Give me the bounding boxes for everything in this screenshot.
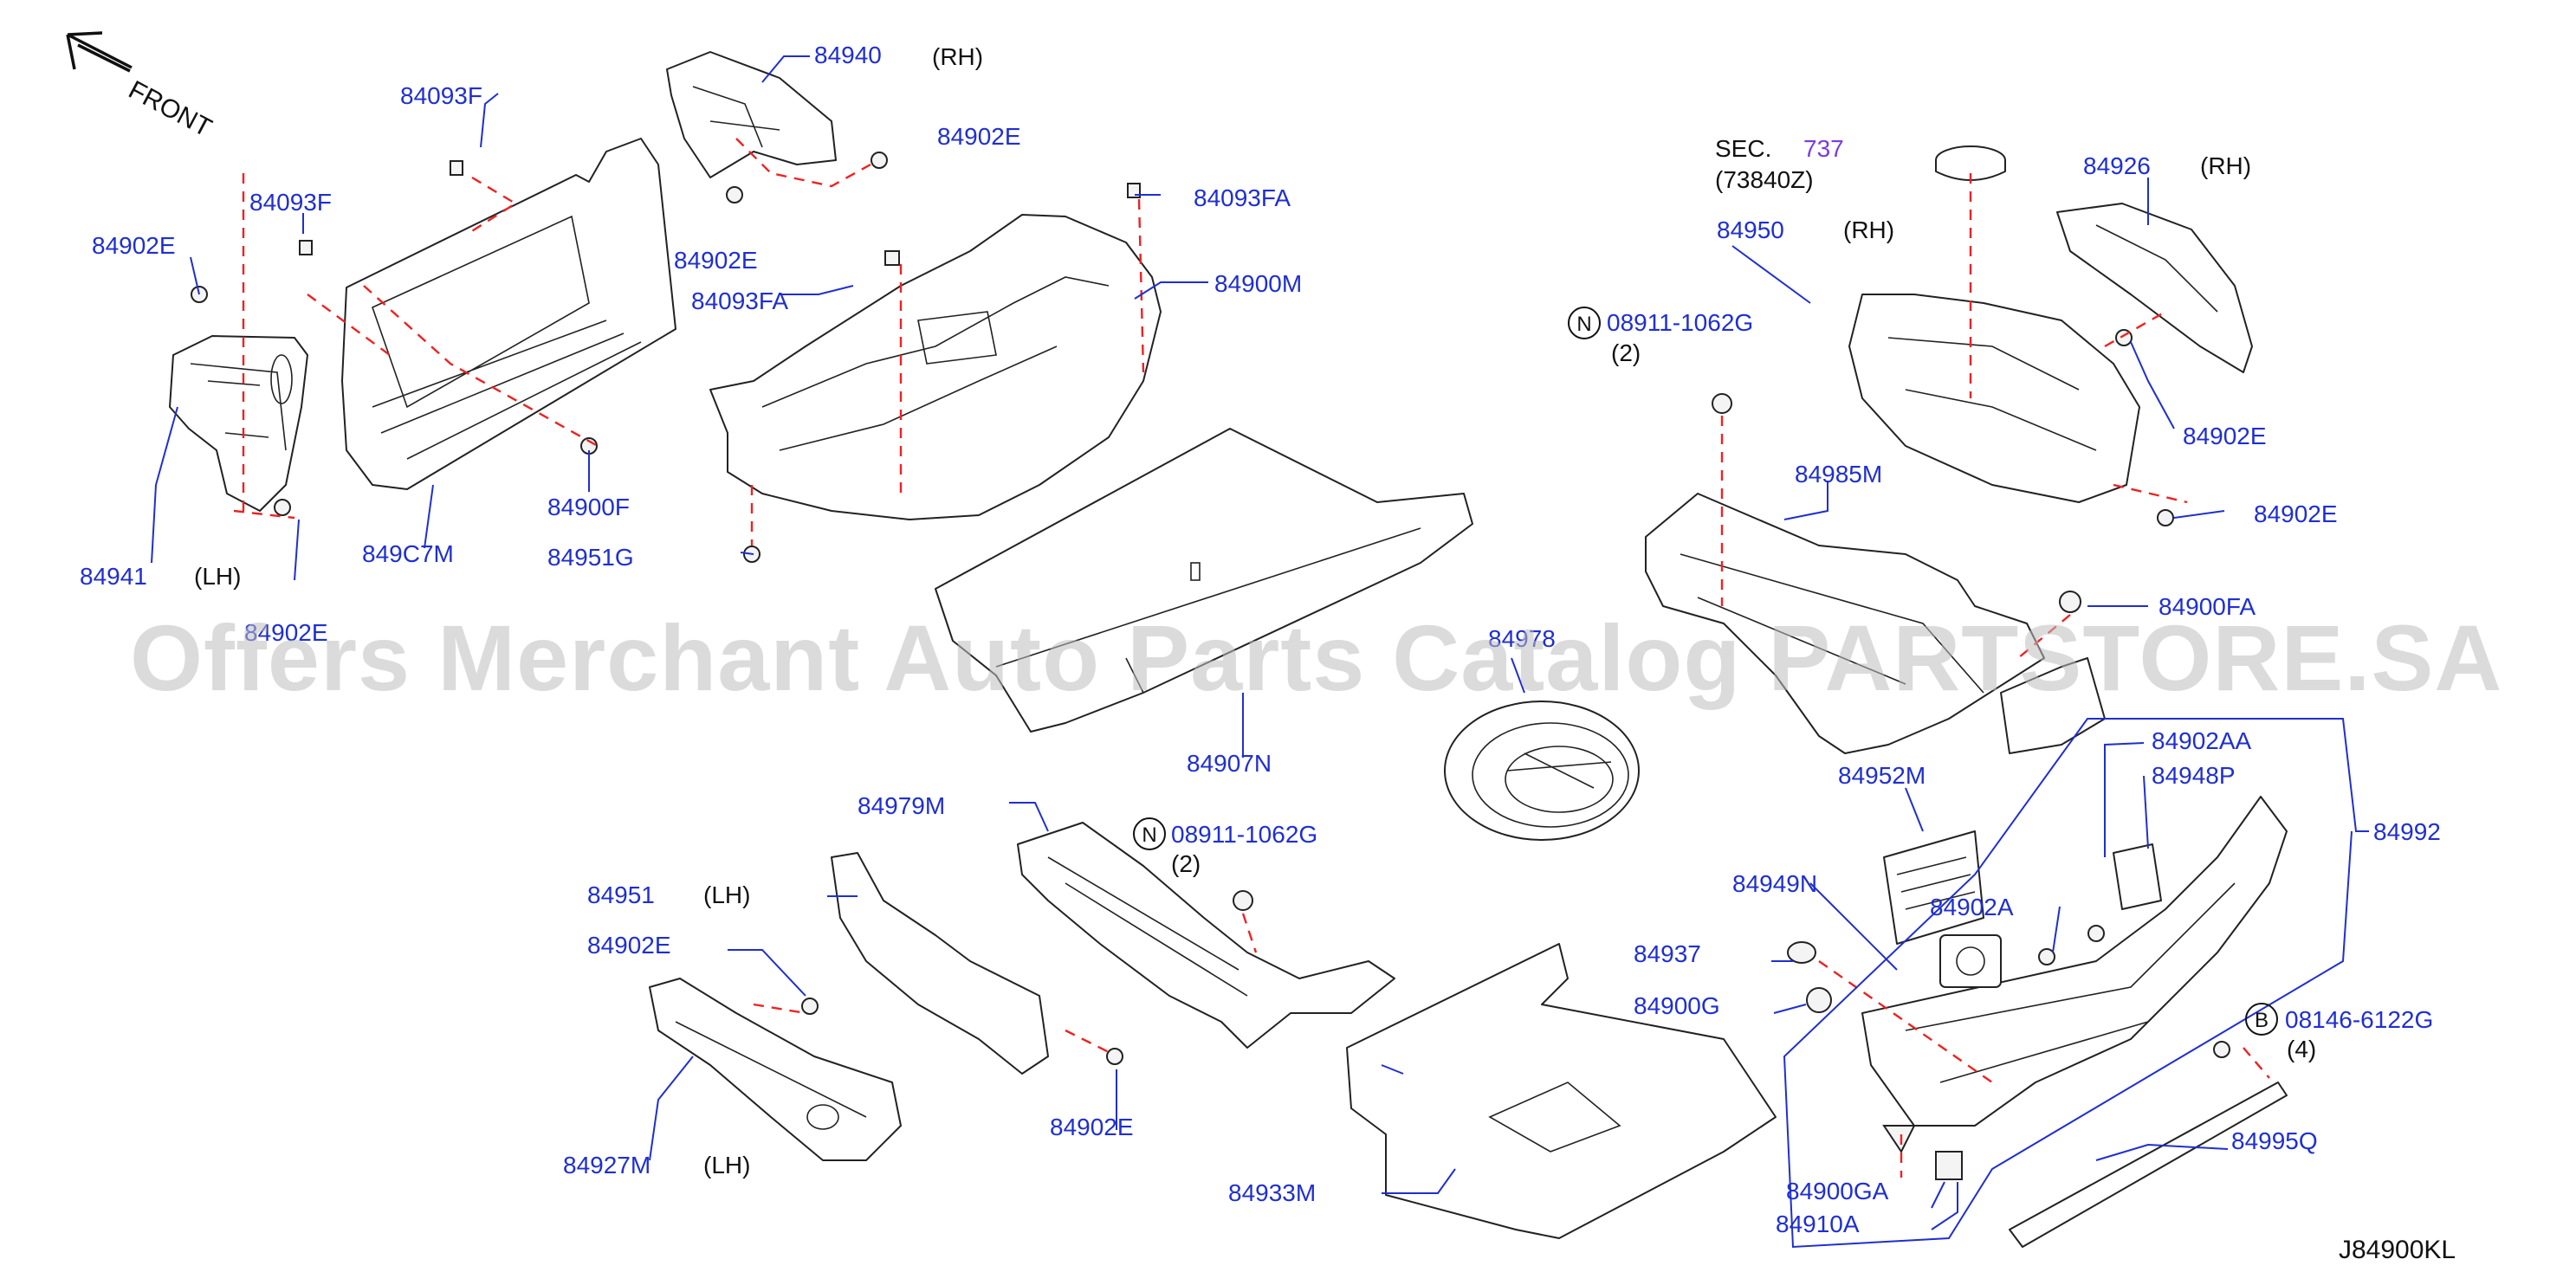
side-trim-84926 [2056, 203, 2253, 373]
rail-84995Q [2009, 1082, 2288, 1248]
seal-plug-737 [1935, 145, 2006, 181]
label-84900FA: 84900FA [2159, 593, 2256, 620]
panel-84951 [831, 852, 1049, 1075]
trunk-trim-84900M [709, 214, 1162, 520]
label-84952M: 84952M [1838, 762, 1926, 789]
panel-849C7M [341, 138, 676, 490]
label-84978: 84978 [1488, 625, 1556, 652]
label-84992: 84992 [2373, 818, 2441, 845]
label-84902E-e: 84902E [2183, 423, 2267, 449]
label-84093FA-b: 84093FA [691, 287, 789, 314]
label-84926-side: (RH) [2200, 152, 2252, 179]
label-84907N: 84907N [1187, 750, 1272, 777]
label-84950: 84950 [1717, 216, 1784, 243]
label-08911-a-qty: (2) [1611, 339, 1641, 366]
label-84933M: 84933M [1228, 1179, 1317, 1206]
label-08146-qty: (4) [2287, 1036, 2317, 1062]
label-84927M: 84927M [563, 1152, 651, 1178]
label-84951: 84951 [587, 881, 655, 908]
label-84902A: 84902A [1930, 894, 2014, 920]
label-84949N: 84949N [1732, 870, 1818, 897]
label-84900G: 84900G [1634, 992, 1720, 1019]
label-84948P: 84948P [2152, 762, 2236, 789]
label-84950-side: (RH) [1843, 216, 1895, 243]
cross-member-84985M [1645, 493, 2045, 754]
board-84933M [1346, 943, 1777, 1239]
section-prefix: SEC. [1715, 135, 1772, 162]
section-sub: (73840Z) [1715, 166, 1814, 193]
circle-n-marker-2: N [1133, 817, 1166, 850]
bracket-84940 [666, 51, 837, 178]
label-84951G: 84951G [547, 544, 634, 571]
label-08911-b: 08911-1062G [1171, 821, 1318, 848]
latch-84949N [1939, 934, 2002, 988]
label-84902E-h: 84902E [1050, 1114, 1134, 1140]
label-84927M-side: (LH) [703, 1152, 751, 1178]
wheelhouse-trim-84950 [1848, 294, 2140, 503]
circle-b-marker: B [2245, 1003, 2278, 1036]
label-84902E-b: 84902E [92, 232, 176, 259]
label-84902E-d: 84902E [244, 619, 328, 646]
label-84900M: 84900M [1214, 270, 1303, 297]
label-84900GA: 84900GA [1786, 1178, 1889, 1204]
assembly-guides [233, 138, 2270, 1178]
label-84941-side: (LH) [194, 563, 242, 590]
label-84926: 84926 [2083, 152, 2151, 179]
label-84902E-c: 84902E [674, 247, 758, 274]
watermark: Offers Merchant Auto Parts Catalog PARTS… [130, 605, 2503, 710]
trunk-mat-84907N [935, 428, 1473, 733]
label-84902AA: 84902AA [2152, 727, 2252, 754]
label-08911-a: 08911-1062G [1607, 309, 1754, 336]
diagram-code: J84900KL [2339, 1236, 2456, 1264]
label-84902E-a: 84902E [937, 123, 1021, 150]
circle-n-marker-1: N [1568, 307, 1601, 339]
leader-lines [151, 55, 2369, 1249]
label-84900F: 84900F [547, 494, 630, 520]
label-84995Q: 84995Q [2231, 1127, 2318, 1154]
tail-trim-84992 [1861, 796, 2288, 1127]
label-08146: 08146-6122G [2285, 1006, 2434, 1033]
label-849C7M: 849C7M [362, 540, 454, 567]
label-84093FA-a: 84093FA [1194, 184, 1291, 211]
label-84902E-g: 84902E [587, 932, 671, 959]
label-84093F-a: 84093F [400, 82, 482, 109]
label-84902E-f: 84902E [2254, 500, 2338, 527]
member-84979M [1017, 822, 1395, 1049]
panel-84941 [169, 335, 308, 512]
label-08911-b-qty: (2) [1171, 850, 1201, 877]
label-84979M: 84979M [858, 792, 946, 819]
label-84940: 84940 [814, 42, 882, 68]
spare-tire-tray-84978 [1444, 701, 1640, 841]
label-84910A: 84910A [1776, 1211, 1860, 1237]
front-arrow-icon [66, 31, 133, 73]
panel-84927M [649, 978, 902, 1161]
label-84951-side: (LH) [703, 881, 751, 908]
bracket-84948P [2113, 843, 2162, 910]
label-84985M: 84985M [1795, 461, 1883, 488]
label-84941: 84941 [80, 563, 147, 590]
section-number[interactable]: 737 [1803, 135, 1844, 162]
label-84937: 84937 [1634, 940, 1701, 967]
label-84940-side: (RH) [932, 43, 984, 70]
label-84093F-b: 84093F [249, 189, 332, 216]
panel-84952M [1883, 830, 1984, 945]
